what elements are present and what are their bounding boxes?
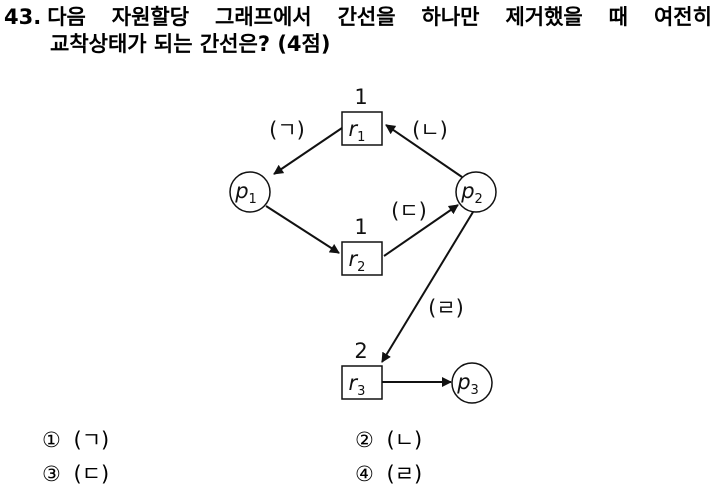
- choice-1-mark: ①: [42, 428, 61, 452]
- question-word: 제거했을: [505, 5, 583, 29]
- question-word: 간선을: [337, 5, 396, 29]
- process-p1-label: p1: [234, 179, 257, 207]
- choice-4-mark: ④: [355, 462, 374, 486]
- edge-label-rieul: (ㄹ): [428, 296, 464, 320]
- process-p3-circle: [451, 362, 493, 404]
- edge-r1-p1: [273, 127, 343, 175]
- choice-4-text: (ㄹ): [386, 462, 423, 486]
- question-word: 때: [608, 5, 628, 29]
- choice-3-mark: ③: [42, 462, 61, 486]
- resource-r3-box: [341, 365, 383, 400]
- choice-2-text: (ㄴ): [386, 428, 423, 452]
- choice-2-mark: ②: [355, 428, 374, 452]
- choice-1[interactable]: ① (ㄱ): [42, 424, 109, 454]
- edge-p2-r1: [385, 124, 463, 178]
- resource-r2-label: r2: [349, 247, 366, 275]
- resource-r3-label: r3: [349, 371, 366, 399]
- question-word: 다음: [47, 5, 86, 29]
- resource-r2-box: [341, 241, 383, 276]
- process-p3-label: p3: [456, 370, 479, 398]
- edge-p2-r3: [381, 211, 474, 363]
- choice-3-text: (ㄷ): [73, 462, 110, 486]
- question-number: 43.: [4, 5, 42, 29]
- edge-p1-r2: [265, 205, 340, 254]
- edge-label-digeut: (ㄷ): [391, 199, 427, 223]
- choice-1-text: (ㄱ): [73, 428, 110, 452]
- question-word: 하나만: [421, 5, 480, 29]
- choice-4[interactable]: ④ (ㄹ): [355, 458, 422, 488]
- resource-r1-instances: 1: [354, 85, 367, 109]
- question-word: 여전히: [653, 5, 712, 29]
- process-p2-circle: [455, 171, 497, 213]
- edge-label-nieun: (ㄴ): [412, 118, 448, 142]
- choice-3[interactable]: ③ (ㄷ): [42, 458, 109, 488]
- resource-r1-label: r1: [349, 117, 366, 145]
- question-text: 43.다음 자원할당 그래프에서 간선을 하나만 제거했을 때 여전히 교착상태…: [4, 4, 712, 58]
- question-line-1: 43.다음 자원할당 그래프에서 간선을 하나만 제거했을 때 여전히: [4, 4, 712, 31]
- question-word: 그래프에서: [215, 5, 312, 29]
- choice-2[interactable]: ② (ㄴ): [355, 424, 422, 454]
- edge-label-giyeok: (ㄱ): [269, 118, 305, 142]
- process-p2-label: p2: [460, 179, 483, 207]
- process-p1-circle: [229, 171, 271, 213]
- resource-r1-box: [341, 111, 383, 146]
- resource-r2-instances: 1: [354, 215, 367, 239]
- edge-r2-p2: [383, 204, 459, 257]
- question-line-2: 교착상태가 되는 간선은? (4점): [50, 32, 331, 56]
- question-word: 자원할당: [111, 5, 190, 29]
- resource-r3-instances: 2: [354, 339, 367, 363]
